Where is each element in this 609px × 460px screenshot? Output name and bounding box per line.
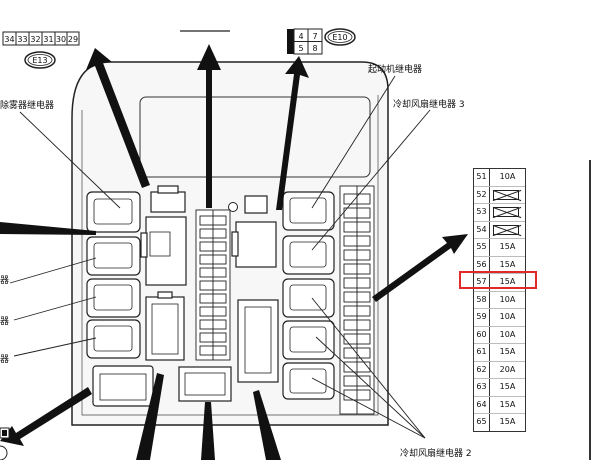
fuse-number: 53 [474, 204, 490, 221]
fuse-number: 57 [474, 274, 490, 291]
fuse-empty-slot [490, 221, 525, 238]
fuse-amperage: 15A [490, 239, 525, 256]
fuse-number: 64 [474, 396, 490, 413]
label-cooling-fan-relay-2: 冷却风扇继电器 2 [400, 447, 472, 459]
fuse-number: 65 [474, 414, 490, 431]
fuse-amperage: 15A [490, 344, 525, 361]
fuse-row-53: 53 [474, 204, 525, 222]
direction-arrows [0, 44, 468, 460]
fuse-strip-center [195, 209, 231, 361]
relay-column-right [282, 191, 335, 400]
page-divider [589, 160, 591, 460]
fuse-number: 58 [474, 291, 490, 308]
fuse-amperage: 10A [490, 169, 525, 186]
fuse-number: 60 [474, 326, 490, 343]
fuse-number: 61 [474, 344, 490, 361]
highlight-box-fuse-57 [459, 271, 537, 289]
label-left-1: 器 [0, 275, 9, 286]
fuse-number: 59 [474, 309, 490, 326]
connector-code: E10 [332, 33, 347, 42]
connector-e10: 4 7 5 8 E10 [287, 28, 356, 55]
pin-label: 30 [56, 35, 66, 44]
fuse-number: 62 [474, 361, 490, 378]
arrow-right-table [372, 234, 468, 302]
fuse-amperage: 10A [490, 291, 525, 308]
pin-label: 8 [312, 44, 317, 53]
relay-column-left [86, 191, 141, 359]
connector-blocks-left [92, 185, 232, 407]
pin-label: 7 [312, 32, 317, 41]
connector-e13: 34 33 32 31 30 29 E13 [2, 31, 80, 69]
unused-slot-icon [493, 224, 519, 235]
fuse-number: 52 [474, 186, 490, 203]
pin-label: 31 [43, 35, 53, 44]
leader-lines [9, 75, 431, 439]
pin-label: 34 [4, 35, 14, 44]
arrow-up-left [86, 48, 150, 188]
label-defogger-relay: 除雾器继电器 [0, 99, 54, 111]
pin-label: 4 [298, 32, 303, 41]
fuse-amperage: 20A [490, 361, 525, 378]
fuse-amperage: 15A [490, 379, 525, 396]
fuse-row-54: 54 [474, 221, 525, 239]
fuse-column-right [339, 185, 375, 415]
arrow-down-left [0, 387, 92, 446]
arrow-down-1 [136, 373, 164, 460]
label-left-3: 器 [0, 354, 9, 365]
unused-slot-icon [493, 207, 519, 217]
arrow-down-2 [201, 402, 215, 460]
fuse-amperage: 10A [490, 309, 525, 326]
pin-label: 5 [298, 44, 303, 53]
label-cooling-fan-relay-3: 冷却风扇继电器 3 [393, 98, 465, 110]
fuse-empty-slot [490, 204, 525, 221]
fuse-number: 63 [474, 379, 490, 396]
fuse-number: 54 [474, 221, 490, 238]
connector-blocks-right [231, 195, 279, 383]
arrow-down-3 [253, 390, 281, 460]
pin-label: 33 [17, 35, 27, 44]
fuse-amperage: 10A [490, 326, 525, 343]
unused-slot-icon [493, 189, 519, 200]
arrow-up-right [276, 56, 309, 210]
fuse-number: 51 [474, 169, 490, 186]
fuse-number: 55 [474, 239, 490, 256]
fuse-number: 56 [474, 256, 490, 273]
fuse-empty-slot [490, 186, 525, 203]
pin-label: 29 [68, 35, 78, 44]
connector-glyph-bottom-left [0, 427, 10, 460]
fuse-amperage: 15A [490, 256, 525, 273]
arrow-up-center [197, 44, 221, 208]
fuse-amperage: 15A [490, 414, 525, 431]
fuse-row-52: 52 [474, 186, 525, 204]
connector-code: E13 [32, 56, 47, 65]
label-starter-relay: 起动机继电器 [368, 63, 422, 75]
fuse-amperage: 15A [490, 396, 525, 413]
label-left-2: 器 [0, 316, 9, 327]
fuse-amperage: 15A [490, 274, 525, 291]
pin-label: 32 [30, 35, 40, 44]
